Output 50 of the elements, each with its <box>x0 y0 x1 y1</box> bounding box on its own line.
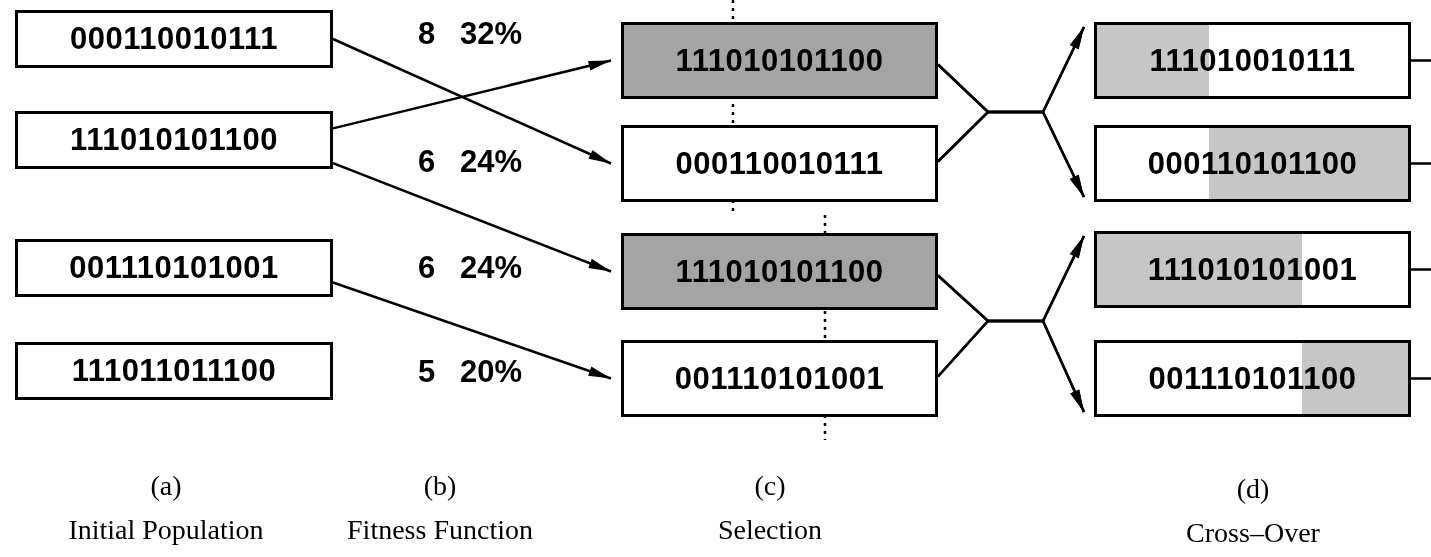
connector-line <box>1411 377 1431 380</box>
chromosome-box <box>621 22 938 99</box>
chromosome-box <box>1094 231 1411 308</box>
connector-line <box>1411 59 1431 62</box>
chromosome-box <box>621 233 938 310</box>
fitness-value: 32% <box>460 16 523 52</box>
arrow <box>937 319 1086 413</box>
bit-string: 111010101100 <box>70 122 278 158</box>
chromosome-box <box>15 239 333 297</box>
fitness-value: 6 <box>418 250 436 286</box>
chromosome-box <box>1094 125 1411 202</box>
panel-caption: (b) <box>423 470 457 502</box>
arrow <box>332 281 612 380</box>
chromosome-box <box>15 10 333 68</box>
bit-string: 111011011100 <box>71 353 277 389</box>
connector-line <box>1411 268 1431 271</box>
fitness-value: 24% <box>460 144 523 180</box>
panel-caption: (a) <box>150 470 182 502</box>
arrow <box>332 59 612 130</box>
chromosome-box <box>621 125 938 202</box>
bit-string: 111010101001 <box>1147 251 1358 288</box>
panel-caption: (d) <box>1236 473 1270 505</box>
arrow <box>332 37 612 165</box>
connector-line <box>1411 162 1431 165</box>
bit-string: 001110101001 <box>674 360 885 397</box>
bit-string: 000110010111 <box>70 21 278 57</box>
chromosome-box <box>15 111 333 169</box>
fitness-value: 20% <box>460 354 523 390</box>
panel-caption: Selection <box>717 514 823 546</box>
fitness-value: 6 <box>418 144 436 180</box>
panel-caption: Fitness Function <box>347 514 533 546</box>
bit-string: 111010010111 <box>1149 42 1356 79</box>
fitness-value: 24% <box>460 250 523 286</box>
bit-string: 000110101100 <box>1147 145 1358 182</box>
bit-string: 001110101001 <box>69 250 279 286</box>
chromosome-box <box>1094 340 1411 417</box>
panel-caption: Initial Population <box>68 514 264 546</box>
fitness-value: 5 <box>418 354 436 390</box>
bit-string: 001110101100 <box>1148 360 1357 397</box>
bit-string: 111010101100 <box>675 42 884 79</box>
arrow <box>332 162 612 273</box>
fitness-value: 8 <box>418 16 436 52</box>
chromosome-box <box>1094 22 1411 99</box>
panel-caption: (c) <box>754 470 786 502</box>
bit-string: 000110010111 <box>675 145 884 182</box>
arrow <box>937 110 1086 198</box>
bit-string: 111010101100 <box>675 253 884 290</box>
panel-caption: Cross–Over <box>1186 517 1320 549</box>
chromosome-box <box>621 340 938 417</box>
chromosome-box <box>15 342 333 400</box>
